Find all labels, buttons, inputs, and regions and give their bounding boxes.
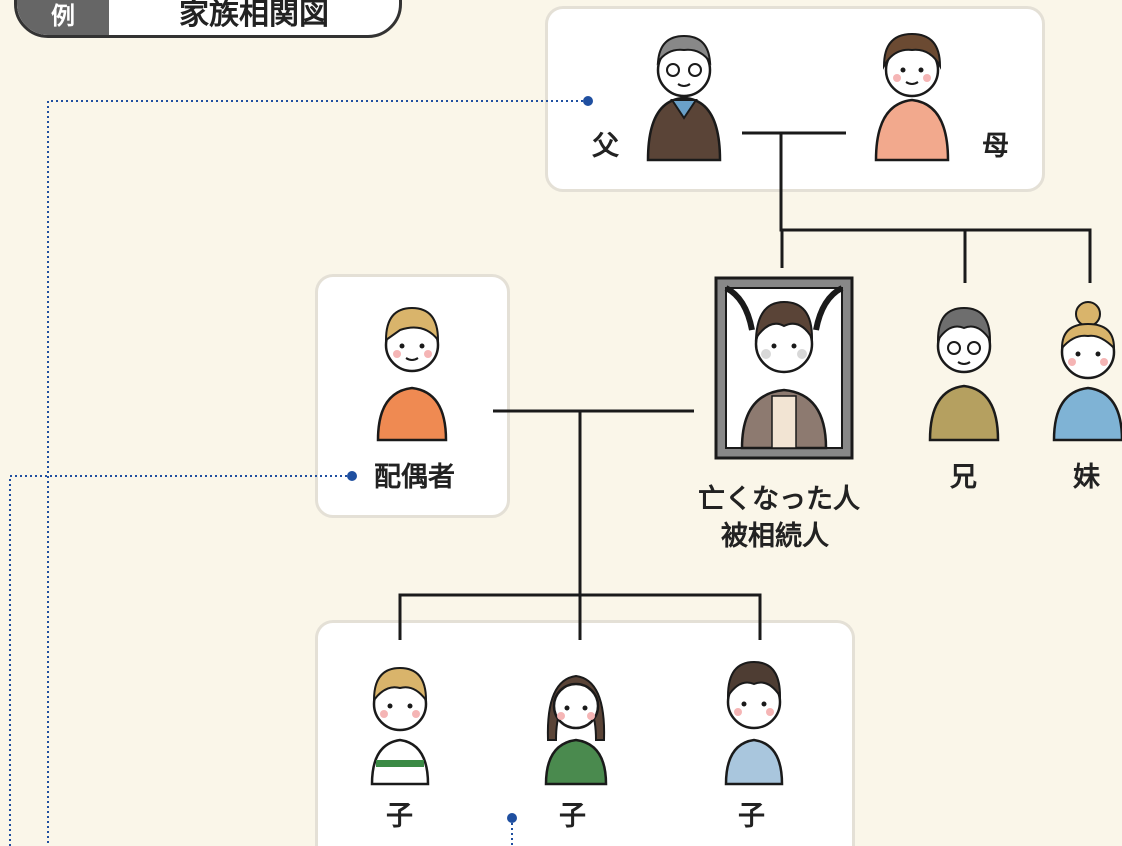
tree-connectors [398,131,1092,640]
dotted-leaders [9,100,588,846]
child-3-label: 子 [738,801,765,832]
younger-sister-figure [1052,301,1122,442]
mother-label: 母 [982,131,1009,162]
older-brother-figure [928,306,1000,442]
child-2-label: 子 [559,801,586,832]
child-1-label: 子 [386,801,413,832]
child-2-figure [544,674,608,786]
spouse-label: 配偶者 [374,462,455,493]
deceased-label-line1: 亡くなった人 [698,484,860,515]
older-brother-label: 兄 [950,462,977,493]
spouse-figure [376,306,448,442]
diagram-title-tag: 例 家族相関図 [14,0,402,38]
example-label: 例 [17,0,109,35]
child-1-figure [370,666,430,786]
mother-figure [874,32,950,162]
child-3-figure [724,660,784,786]
children-box [315,620,855,846]
parents-box [545,6,1045,192]
diagram-title: 家族相関図 [179,0,329,32]
father-figure [646,34,722,162]
deceased-portrait [714,276,854,460]
leader-dots [347,96,593,823]
deceased-label-line2: 被相続人 [721,521,829,552]
father-label: 父 [592,131,619,162]
younger-sister-label: 妹 [1073,462,1100,493]
